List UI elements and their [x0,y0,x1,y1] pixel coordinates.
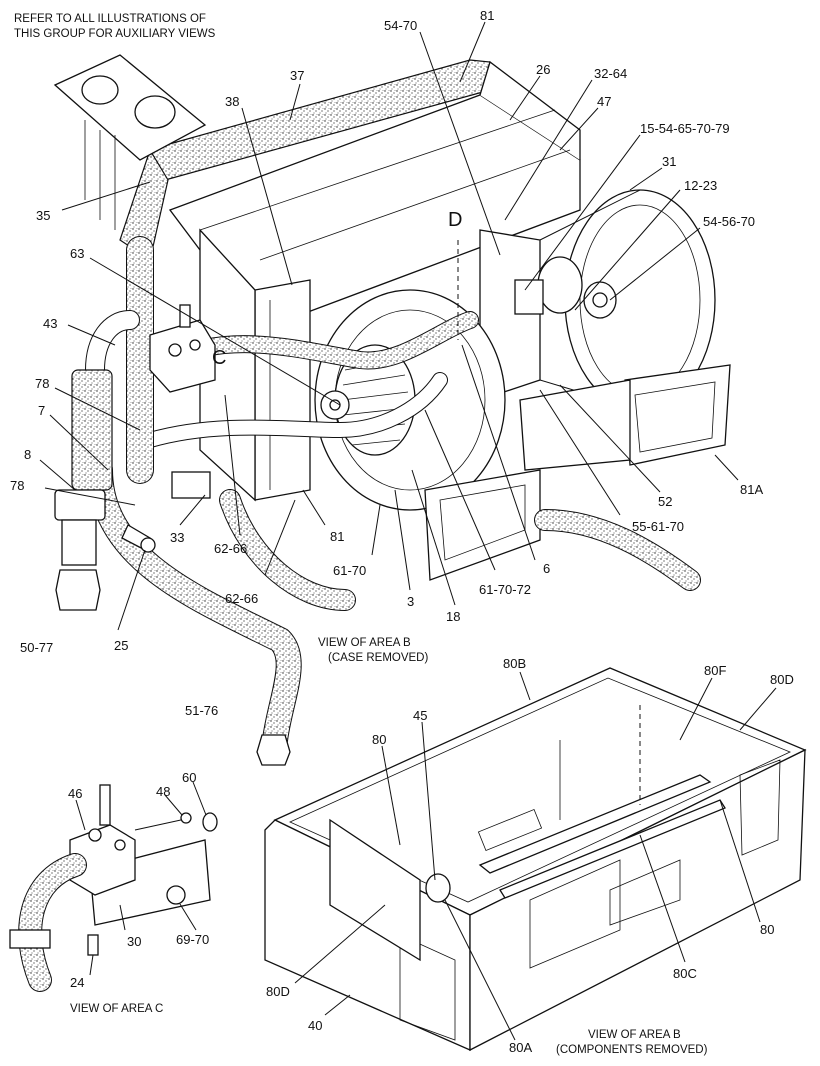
callout-61-70-72: 61-70-72 [479,582,531,597]
callout-80b: 80B [503,656,526,671]
marker-d: D [448,209,462,231]
callout-35: 35 [36,208,50,223]
nut-50-77 [55,569,101,611]
caption-area-b-components-1: VIEW OF AREA B [588,1029,681,1041]
callout-labels: 81 54-70 26 32-64 37 47 15-54-65-70-79 3… [10,8,794,1055]
callout-62-66-upper: 62-66 [214,541,247,556]
callout-15-54-65-70-79: 15-54-65-70-79 [640,121,730,136]
fitting-51-76 [256,734,291,766]
caption-area-c: VIEW OF AREA C [70,1003,163,1015]
case-assembly [264,667,807,1052]
callout-26: 26 [536,62,550,77]
nut-69-70 [166,885,186,905]
callout-33: 33 [170,530,184,545]
callout-45: 45 [413,708,427,723]
callout-80a: 80A [509,1040,532,1055]
callout-81-lower: 81 [330,529,344,544]
caption-area-b-components-2: (COMPONENTS REMOVED) [556,1044,708,1056]
area-c-assembly [9,784,218,992]
rail-80c [499,799,726,899]
bolt-24 [87,934,99,956]
washer-48 [180,812,192,824]
callout-18: 18 [446,609,460,624]
callout-80c: 80C [673,966,697,981]
callout-48: 48 [156,784,170,799]
section-markers: D C [212,209,462,369]
heater-core-38 [254,279,311,501]
bracket-81a [624,364,731,466]
callout-30: 30 [127,934,141,949]
callout-78-upper: 78 [35,376,49,391]
callout-32-64: 32-64 [594,66,627,81]
divider-80 [329,818,421,962]
callout-54-56-70: 54-56-70 [703,214,755,229]
callout-69-70: 69-70 [176,932,209,947]
callout-50-77: 50-77 [20,640,53,655]
callout-52: 52 [658,494,672,509]
callout-78-lower: 78 [10,478,24,493]
callout-6: 6 [543,561,550,576]
rail-80f [478,774,712,874]
callout-7: 7 [38,403,45,418]
callout-31: 31 [662,154,676,169]
callout-62-66-lower: 62-66 [225,591,258,606]
header-note-line-2: THIS GROUP FOR AUXILIARY VIEWS [14,28,216,40]
callout-3: 3 [407,594,414,609]
caption-area-b-case-2: (CASE REMOVED) [328,652,428,664]
callout-80f: 80F [704,663,726,678]
callout-37: 37 [290,68,304,83]
clamp-33 [171,471,211,499]
callout-40: 40 [308,1018,322,1033]
callout-8: 8 [24,447,31,462]
callout-81a: 81A [740,482,763,497]
callout-47: 47 [597,94,611,109]
callout-38: 38 [225,94,239,109]
callout-54-70: 54-70 [384,18,417,33]
leader-lines [39,21,777,1041]
case-right-wall [469,748,806,1052]
valve-c [149,319,216,393]
callout-43: 43 [43,316,57,331]
callout-60: 60 [182,770,196,785]
header-note-line-1: REFER TO ALL ILLUSTRATIONS OF [14,13,206,25]
marker-c: C [212,347,226,369]
caption-area-b-case-1: VIEW OF AREA B [318,637,411,649]
callout-61-70: 61-70 [333,563,366,578]
callout-25: 25 [114,638,128,653]
callout-81-top: 81 [480,8,494,23]
fitting-7 [71,369,113,491]
callout-80-left: 80 [372,732,386,747]
ring-60 [202,812,218,832]
callout-24: 24 [70,975,84,990]
callout-55-61-70: 55-61-70 [632,519,684,534]
callout-12-23: 12-23 [684,178,717,193]
callout-80d-left: 80D [266,984,290,999]
callout-80-right: 80 [760,922,774,937]
callout-80d-right: 80D [770,672,794,687]
callout-51-76: 51-76 [185,703,218,718]
view-captions: VIEW OF AREA B (CASE REMOVED) VIEW OF AR… [70,637,708,1056]
callout-46: 46 [68,786,82,801]
callout-63: 63 [70,246,84,261]
header-note: REFER TO ALL ILLUSTRATIONS OF THIS GROUP… [14,13,216,40]
